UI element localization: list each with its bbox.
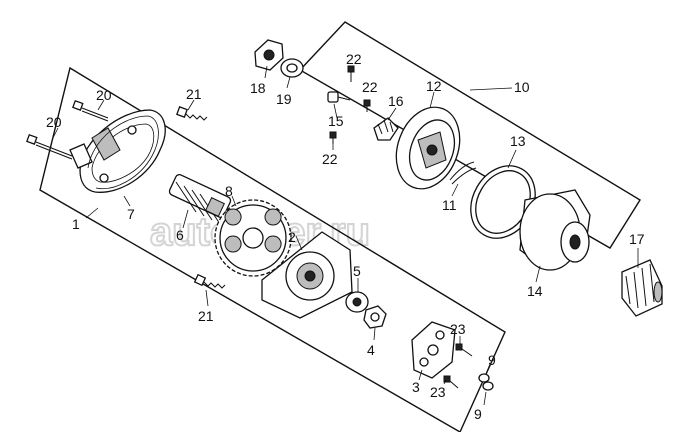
callout-20-upper: 20 [96,87,112,103]
part-20-bolt-upper [72,99,109,122]
callout-12: 12 [426,78,442,94]
part-9-washer-a [478,373,490,383]
part-7-gasket [87,115,159,190]
part-18-nut [254,39,284,71]
callout-15: 15 [328,113,344,129]
callout-7: 7 [127,206,135,222]
leader-lines [51,65,639,406]
callout-19: 19 [276,91,292,107]
part-12-end-cover [395,106,461,190]
left-group-frame [39,66,506,432]
callout-11: 11 [442,197,457,213]
callout-8: 8 [225,183,233,199]
callout-21-upper: 21 [186,86,202,102]
part-3-bracket-plate [411,321,456,379]
part-4-nut [363,305,387,329]
callout-22-top: 22 [346,51,362,67]
part-22-screw-mid [363,99,371,112]
part-23-screw-upper [455,343,473,357]
callout-14: 14 [527,283,543,299]
callout-9-upper: 9 [488,352,496,368]
callout-17: 17 [629,231,645,247]
part-21-screw-upper [176,106,208,121]
part-2-mounting-plate [261,231,353,319]
callout-23-upper: 23 [450,321,466,337]
callout-6: 6 [176,227,184,243]
callout-13: 13 [510,133,526,149]
part-6-armature-shaft [168,174,232,225]
part-20-bolt-lower [26,133,73,160]
callout-23-lower: 23 [430,384,446,400]
callout-3: 3 [412,379,420,395]
callout-1: 1 [72,216,80,232]
part-22-screw-top [347,65,355,82]
part-23-screw-lower [443,375,459,389]
part-15-terminal-bolt [327,91,351,103]
part-14-motor-yoke [519,189,591,271]
part-11-brush-clip [449,161,477,185]
callout-labels: 18 19 20 20 21 21 1 7 6 8 2 5 4 3 23 23 … [46,51,645,422]
part-13-o-ring [470,165,536,239]
callout-10: 10 [514,79,530,95]
callout-20-lower: 20 [46,114,62,130]
part-16-spring [373,117,399,141]
part-19-washer [280,58,304,78]
callout-5: 5 [353,263,361,279]
part-22-screw-lower [329,131,337,144]
callout-21-lower: 21 [198,308,214,324]
part-1-housing-cover [69,109,166,193]
part-17-pinion-gear [621,259,663,317]
callout-9-lower: 9 [474,406,482,422]
callout-2: 2 [288,229,296,245]
right-group-frame [298,21,641,249]
part-5-bearing [345,291,369,313]
callout-4: 4 [367,342,375,358]
part-21-screw-lower [193,273,226,289]
callout-22-lower: 22 [322,151,338,167]
callout-22-mid: 22 [362,79,378,95]
part-9-washer-b [482,381,494,391]
part-8-reduction-gear [214,199,292,277]
callout-18: 18 [250,80,266,96]
callout-16: 16 [388,93,404,109]
